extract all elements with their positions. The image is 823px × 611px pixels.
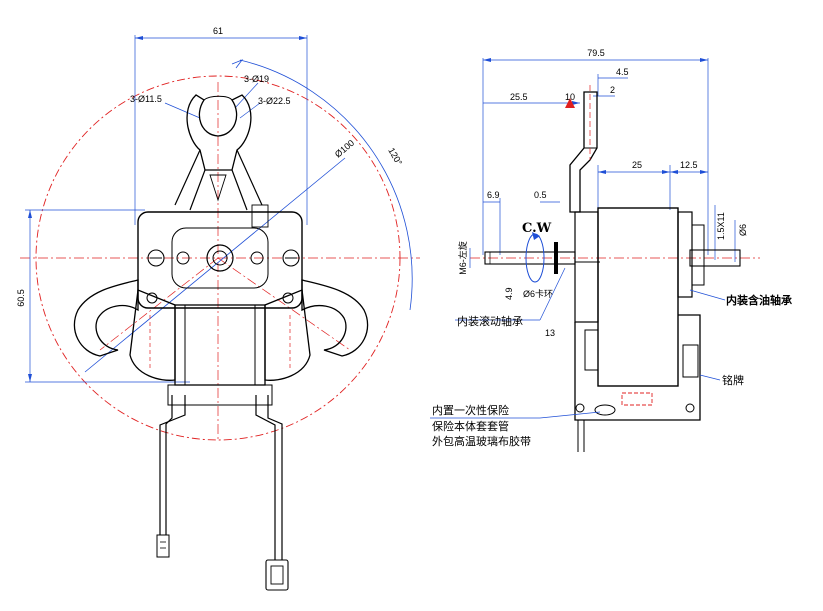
dim-0-5: 0.5	[534, 190, 547, 200]
dim-hole-22-5: 3-Ø22.5	[258, 96, 291, 106]
dim-circle-100: Ø100	[333, 138, 356, 160]
label-inner-oil-bearing: 内装含油轴承	[726, 293, 793, 307]
front-view	[20, 35, 420, 591]
nameplate	[682, 344, 699, 378]
dim-hole-11-5: 3-Ø11.5	[130, 94, 162, 104]
label-inner-rolling-bearing: 内装滚动轴承	[457, 314, 523, 328]
dim-angle-120: 120°	[386, 146, 404, 167]
motor-body-front	[137, 211, 303, 309]
dim-25: 25	[632, 160, 642, 170]
label-fuse-line-3: 外包高温玻璃布胶带	[432, 434, 531, 448]
dim-6-9: 6.9	[487, 190, 500, 200]
dim-12-5: 12.5	[680, 160, 698, 170]
dim-10: 10	[565, 92, 575, 102]
dim-m6-left: M6-左旋	[457, 241, 468, 275]
label-cw: C.W	[522, 221, 552, 236]
side-view	[430, 58, 760, 452]
dim-1-5x11: 1.5X11	[716, 212, 726, 240]
label-fuse-line-2: 保险本体套套管	[432, 419, 509, 433]
dim-4-9: 4.9	[504, 287, 514, 300]
dim-60-5: 60.5	[16, 289, 26, 307]
dim-4-5: 4.5	[616, 67, 629, 77]
dim-2: 2	[610, 85, 615, 95]
label-fuse-line-1: 内置一次性保险	[432, 403, 509, 417]
label-nameplate: 铭牌	[722, 373, 744, 387]
dim-13: 13	[545, 328, 555, 338]
dim-79-5: 79.5	[587, 48, 605, 58]
dim-25-5: 25.5	[510, 92, 528, 102]
dim-hole-19: 3-Ø19	[244, 74, 269, 84]
dim-61: 61	[213, 26, 223, 36]
dim-shaft-6: Ø6	[738, 224, 748, 236]
motor-body-side	[597, 207, 679, 387]
label-clip-ring: Ø6卡环	[523, 288, 553, 299]
